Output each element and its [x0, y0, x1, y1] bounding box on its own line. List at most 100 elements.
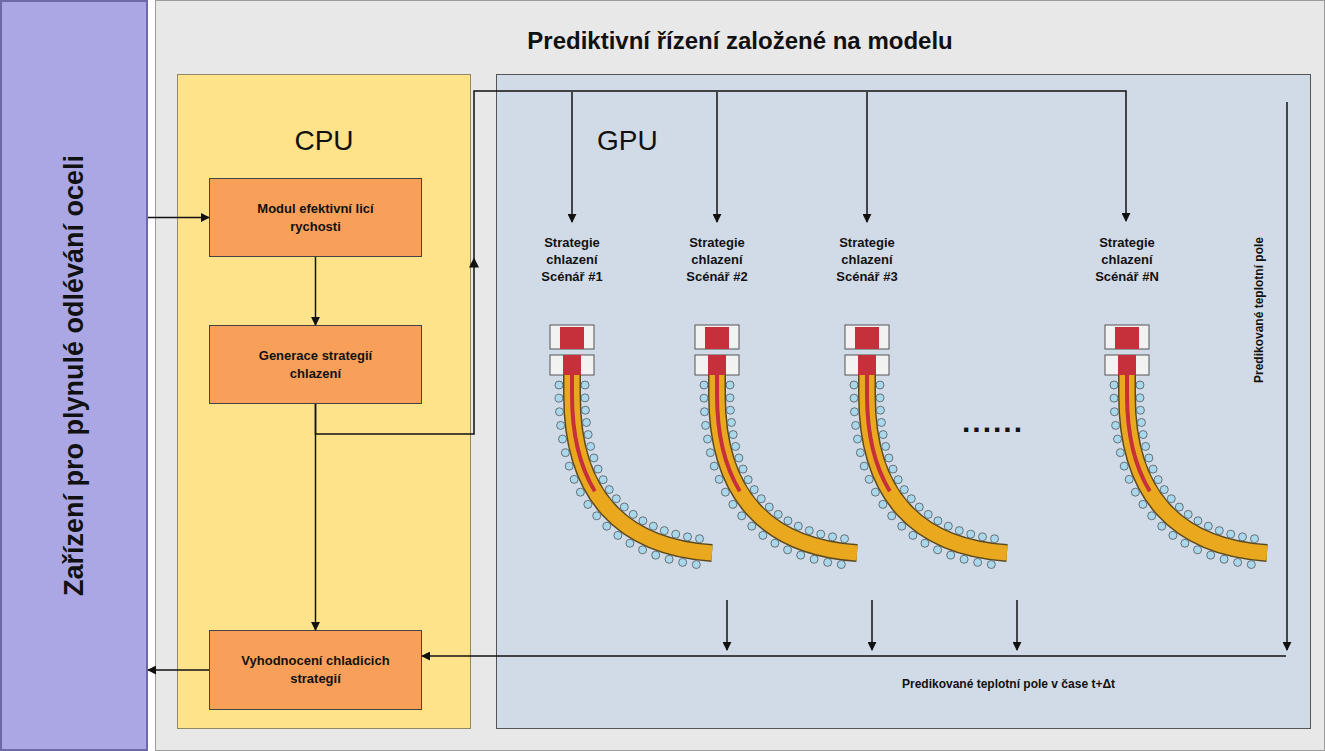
drawing-stroke: [1194, 546, 1202, 554]
drawing-stroke: [660, 527, 668, 535]
drawing-stroke: [565, 462, 573, 470]
drawing-stroke: [639, 546, 647, 554]
drawing-stroke: [876, 406, 884, 414]
process-box: Generace strategií chlazení: [209, 325, 422, 404]
drawing-stroke: [757, 495, 765, 503]
drawing-stroke: [871, 600, 873, 650]
drawing-stroke: [852, 421, 860, 429]
drawing-stroke: [557, 421, 565, 429]
drawing-stroke: [571, 92, 573, 222]
drawing-stroke: [716, 92, 718, 222]
axis-label: Predikované teplotní pole: [1252, 237, 1266, 383]
flow-connector: [316, 91, 1127, 434]
drawing-stroke: [850, 381, 858, 389]
drawing-stroke: [572, 375, 712, 553]
drawing-stroke: [855, 327, 879, 349]
drawing-stroke: [1105, 325, 1149, 349]
drawing-stroke: [1127, 375, 1267, 553]
unit-heading: CPU: [178, 125, 470, 157]
drawing-stroke: [587, 442, 595, 450]
drawing-stroke: [1181, 539, 1189, 547]
drawing-stroke: [560, 327, 584, 349]
drawing-stroke: [1227, 530, 1235, 538]
drawing-stroke: [665, 555, 673, 563]
text-holder: CPU: [178, 125, 470, 157]
drawing-stroke: [1137, 418, 1145, 426]
drawing-stroke: [882, 442, 890, 450]
drawing-stroke: [841, 535, 849, 543]
drawing-stroke: [1139, 431, 1147, 439]
band-title: Zařízení pro plynulé odlévání oceli: [59, 155, 90, 596]
drawing-stroke: [960, 555, 968, 563]
drawing-stroke: [1154, 476, 1162, 484]
drawing-stroke: [1149, 465, 1157, 473]
drawing-stroke: [1204, 522, 1212, 530]
drawing-stroke: [794, 522, 802, 530]
drawing-stroke: [860, 462, 868, 470]
drawing-stroke: [867, 375, 1007, 553]
text-holder: Strategie chlazení Scénář #N: [1082, 235, 1172, 286]
drawing-stroke: [829, 533, 837, 541]
drawing-stroke: [1251, 535, 1259, 543]
text-holder: GPU: [597, 125, 658, 157]
drawing-stroke: [934, 546, 942, 554]
drawing-stroke: [581, 394, 589, 402]
drawing-stroke: [810, 555, 818, 563]
flow-connector: [148, 669, 209, 671]
drawing-stroke: [867, 375, 1007, 553]
drawing-stroke: [955, 527, 963, 535]
drawing-stroke: [1127, 375, 1267, 553]
caster-figure: [1105, 325, 1267, 569]
flow-connector: [315, 404, 317, 630]
drawing-stroke: [909, 531, 917, 539]
drawing-stroke: [735, 454, 743, 462]
drawing-stroke: [1125, 475, 1133, 483]
unit-heading: GPU: [597, 125, 658, 157]
drawing-stroke: [907, 495, 915, 503]
drawing-stroke: [710, 462, 718, 470]
drawing-stroke: [934, 517, 942, 525]
drawing-stroke: [700, 381, 708, 389]
scenario-label: Strategie chlazení Scénář #1: [527, 235, 617, 286]
drawing-stroke: [774, 510, 782, 518]
drawing-stroke: [850, 394, 858, 402]
drawing-stroke: [702, 421, 710, 429]
drawing-stroke: [915, 503, 923, 511]
scenario-label: Strategie chlazení Scénář #2: [672, 235, 762, 286]
drawing-stroke: [620, 503, 628, 511]
drawing-stroke: [599, 476, 607, 484]
drawing-stroke: [771, 539, 779, 547]
drawing-stroke: [700, 408, 708, 416]
drawing-stroke: [759, 531, 767, 539]
caster-figure: [695, 325, 857, 569]
drawing-stroke: [784, 517, 792, 525]
drawing-stroke: [738, 512, 746, 520]
drawing-stroke: [854, 435, 862, 443]
drawing-stroke: [700, 394, 708, 402]
drawing-stroke: [1158, 522, 1166, 530]
drawing-stroke: [603, 522, 611, 530]
drawing-stroke: [1148, 512, 1156, 520]
drawing-stroke: [797, 551, 805, 559]
drawing-stroke: [1116, 449, 1124, 457]
drawing-stroke: [858, 355, 876, 377]
drawing-stroke: [871, 488, 879, 496]
drawing-stroke: [1184, 510, 1192, 518]
drawing-stroke: [987, 561, 995, 569]
drawing-stroke: [824, 558, 832, 566]
drawing-stroke: [889, 465, 897, 473]
drawing-stroke: [652, 551, 660, 559]
drawing-stroke: [1207, 551, 1215, 559]
drawing-stroke: [639, 517, 647, 525]
text-holder: Strategie chlazení Scénář #3: [822, 235, 912, 286]
drawing-stroke: [679, 558, 687, 566]
drawing-stroke: [594, 465, 602, 473]
drawing-stroke: [1112, 421, 1120, 429]
drawing-stroke: [717, 375, 857, 553]
drawing-stroke: [629, 510, 637, 518]
text-holder: Strategie chlazení Scénář #1: [527, 235, 617, 286]
drawing-stroke: [550, 325, 594, 349]
drawing-stroke: [837, 561, 845, 569]
drawing-stroke: [991, 535, 999, 543]
drawing-stroke: [879, 500, 887, 508]
